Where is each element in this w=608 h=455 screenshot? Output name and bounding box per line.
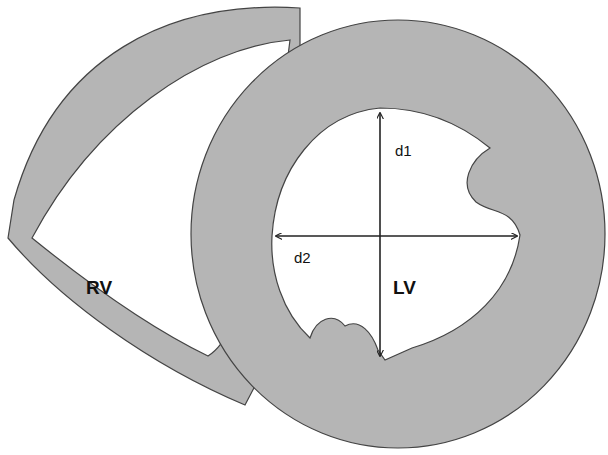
- d2-dimension: [276, 235, 517, 237]
- lv-cavity: [272, 108, 520, 360]
- lv-wall: [191, 20, 605, 448]
- dimension-label: d1: [395, 143, 412, 158]
- dimension-label: d2: [294, 250, 311, 265]
- d1-dimension: [379, 113, 381, 356]
- chamber-label: RV: [86, 278, 112, 297]
- chamber-label: LV: [393, 278, 416, 297]
